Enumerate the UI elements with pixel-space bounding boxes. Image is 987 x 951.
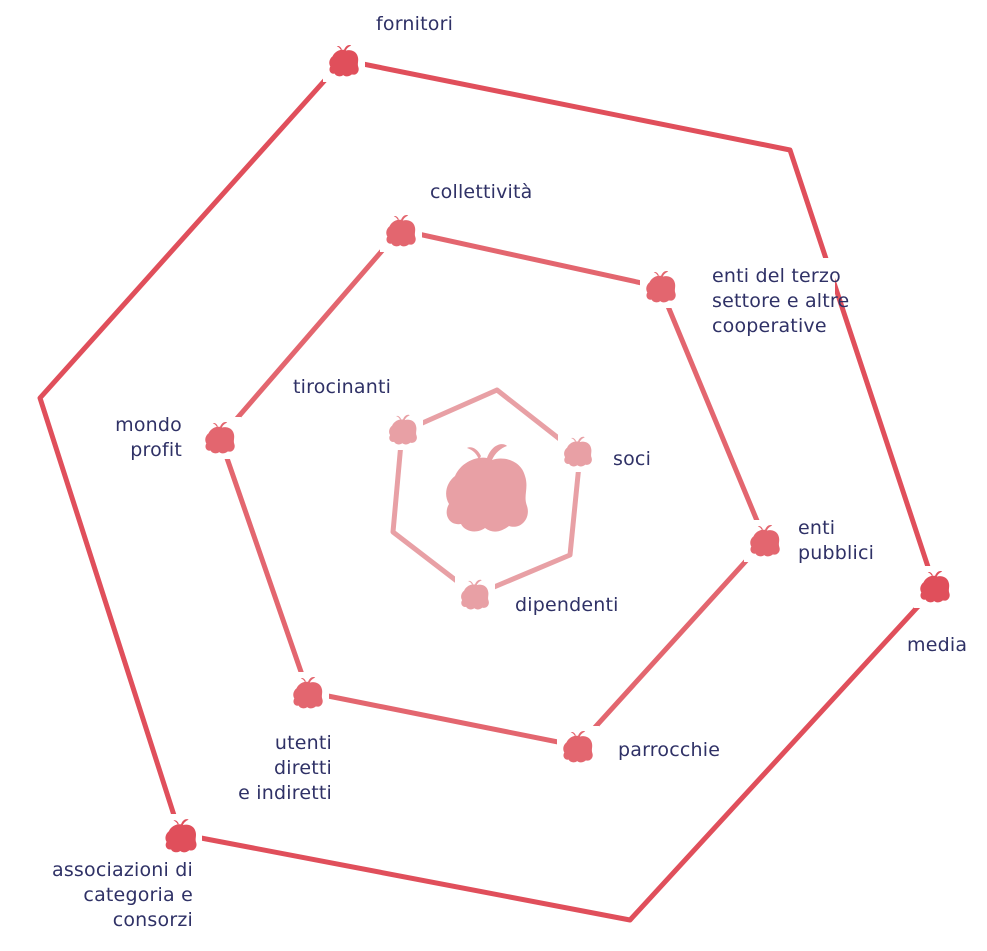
label-media: media <box>907 634 968 656</box>
central-apple-icon <box>446 444 528 532</box>
label-parrocchie: parrocchie <box>618 739 721 761</box>
label-enti-terzo-settore: enti del terzo settore e altre cooperati… <box>712 265 850 337</box>
label-utenti: utenti diretti e indiretti <box>238 732 332 804</box>
label-fornitori: fornitori <box>376 13 454 35</box>
node-soci <box>558 432 598 472</box>
node-collettivita <box>380 210 422 252</box>
node-mondo-profit <box>199 417 241 459</box>
node-tirocinanti <box>383 410 423 450</box>
node-parrocchie <box>557 726 599 768</box>
outer-ring <box>37 57 938 923</box>
label-dipendenti: dipendenti <box>515 594 619 616</box>
label-collettivita: collettività <box>430 181 533 203</box>
label-mondo-profit: mondo profit <box>115 414 182 461</box>
node-media <box>914 566 956 608</box>
label-associazioni: associazioni di categoria e consorzi <box>51 859 193 931</box>
label-tirocinanti: tirocinanti <box>293 376 392 398</box>
node-terzo-settore <box>640 266 682 308</box>
node-associazioni <box>160 814 202 856</box>
label-enti-pubblici: enti pubblici <box>798 517 875 564</box>
node-dipendenti <box>455 575 495 615</box>
node-enti-pubblici <box>744 520 786 562</box>
node-utenti <box>287 672 329 714</box>
node-fornitori <box>323 40 365 82</box>
label-soci: soci <box>613 448 652 470</box>
